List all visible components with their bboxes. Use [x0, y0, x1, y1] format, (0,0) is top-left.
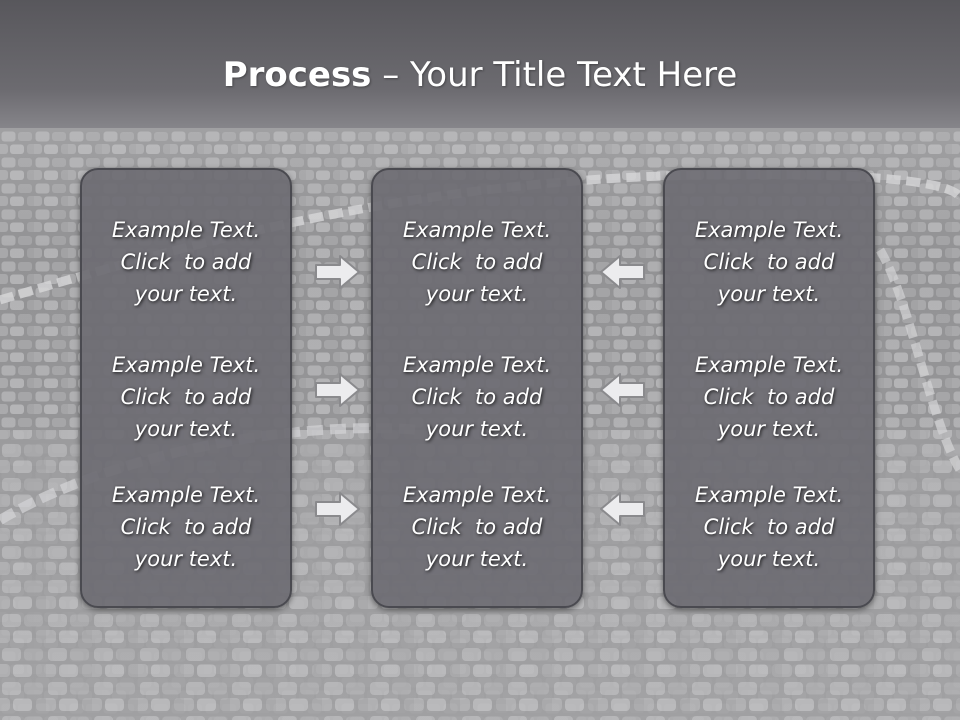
- text-block[interactable]: Example Text. Click to add your text.: [82, 214, 290, 310]
- arrow-left-icon: [600, 255, 645, 289]
- text-line: Click to add: [703, 385, 835, 409]
- text-line: Click to add: [120, 515, 252, 539]
- text-line: your text.: [717, 547, 821, 571]
- text-line: your text.: [425, 547, 529, 571]
- text-block[interactable]: Example Text. Click to add your text.: [373, 479, 581, 575]
- text-line: Click to add: [411, 515, 543, 539]
- text-line: your text.: [425, 282, 529, 306]
- text-line: Example Text.: [694, 483, 844, 507]
- text-line: Example Text.: [694, 218, 844, 242]
- text-block[interactable]: Example Text. Click to add your text.: [373, 349, 581, 445]
- text-block[interactable]: Example Text. Click to add your text.: [82, 349, 290, 445]
- text-line: Example Text.: [402, 353, 552, 377]
- text-line: Example Text.: [402, 483, 552, 507]
- arrow-right-icon: [315, 373, 360, 407]
- arrow-left-icon: [600, 492, 645, 526]
- text-line: Click to add: [411, 385, 543, 409]
- title-bold-part: Process: [222, 55, 372, 95]
- text-line: your text.: [425, 417, 529, 441]
- text-block[interactable]: Example Text. Click to add your text.: [82, 479, 290, 575]
- arrow-right-icon: [315, 255, 360, 289]
- slide-title[interactable]: Process – Your Title Text Here: [0, 52, 960, 98]
- text-line: your text.: [717, 282, 821, 306]
- text-line: your text.: [134, 282, 238, 306]
- text-line: Click to add: [703, 250, 835, 274]
- text-line: Click to add: [120, 385, 252, 409]
- text-line: Click to add: [120, 250, 252, 274]
- text-line: Example Text.: [402, 218, 552, 242]
- text-block[interactable]: Example Text. Click to add your text.: [665, 349, 873, 445]
- title-band: [0, 0, 960, 128]
- title-rest-part: – Your Title Text Here: [371, 55, 738, 95]
- text-line: your text.: [134, 547, 238, 571]
- process-panel-right[interactable]: Example Text. Click to add your text. Ex…: [663, 168, 875, 608]
- text-line: your text.: [134, 417, 238, 441]
- text-line: Click to add: [411, 250, 543, 274]
- text-block[interactable]: Example Text. Click to add your text.: [665, 214, 873, 310]
- arrow-right-icon: [315, 492, 360, 526]
- text-line: your text.: [717, 417, 821, 441]
- process-panel-center[interactable]: Example Text. Click to add your text. Ex…: [371, 168, 583, 608]
- text-block[interactable]: Example Text. Click to add your text.: [373, 214, 581, 310]
- text-line: Example Text.: [694, 353, 844, 377]
- text-block[interactable]: Example Text. Click to add your text.: [665, 479, 873, 575]
- text-line: Example Text.: [111, 218, 261, 242]
- text-line: Example Text.: [111, 483, 261, 507]
- text-line: Click to add: [703, 515, 835, 539]
- text-line: Example Text.: [111, 353, 261, 377]
- arrow-left-icon: [600, 373, 645, 407]
- process-panel-left[interactable]: Example Text. Click to add your text. Ex…: [80, 168, 292, 608]
